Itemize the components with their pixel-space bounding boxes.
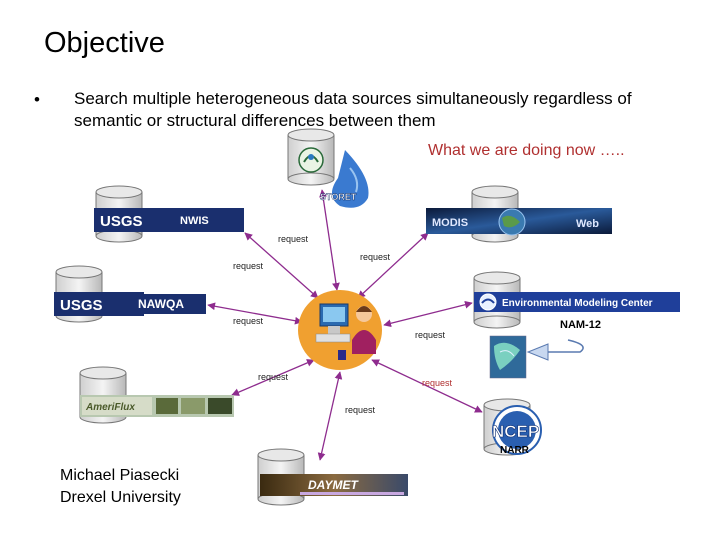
edge-emc xyxy=(383,300,473,328)
ncep-logo: NCEP xyxy=(492,405,542,455)
author-name: Michael Piasecki xyxy=(60,467,180,484)
narr-label: NARR xyxy=(500,445,530,456)
storet-drop-icon: STORET xyxy=(320,150,369,208)
edge-modis xyxy=(357,232,429,299)
bullet-marker: • xyxy=(34,90,40,109)
nam-label: NAM-12 xyxy=(560,319,601,331)
nwis-label: NWIS xyxy=(180,215,209,227)
nam-arrow xyxy=(526,339,584,361)
edge-ncep xyxy=(371,359,483,413)
request-label-modis: request xyxy=(360,252,391,262)
edge-ameriflux xyxy=(231,359,315,396)
bullet-text: Search multiple heterogeneous data sourc… xyxy=(74,89,632,130)
search-hub-user-icon xyxy=(298,290,382,370)
request-label-daymet: request xyxy=(345,405,376,415)
author-affiliation: Drexel University xyxy=(60,489,181,506)
diagram-subtitle: What we are doing now ….. xyxy=(428,142,625,159)
edge-nawqa xyxy=(207,302,303,325)
ameriflux-banner: AmeriFlux xyxy=(80,395,234,417)
epa-logo-icon xyxy=(298,147,324,173)
web-logo-text: Web xyxy=(576,218,599,230)
emc-logo-text: Environmental Modeling Center xyxy=(502,298,653,309)
request-label-emc: request xyxy=(415,330,446,340)
usgs-nawqa-logo-text: USGS xyxy=(60,297,103,314)
emc-banner: Environmental Modeling Center xyxy=(474,292,680,312)
usgs-nwis-logo: USGS xyxy=(94,208,244,232)
nawqa-label: NAWQA xyxy=(138,297,184,311)
request-label-top-left: request xyxy=(233,261,264,271)
usgs-nwis-logo-text: USGS xyxy=(100,213,143,230)
request-label-ncep: request xyxy=(422,378,453,388)
request-label-nwis: request xyxy=(278,234,309,244)
daymet-logo-text: DAYMET xyxy=(308,478,359,492)
request-label-nawqa: request xyxy=(233,316,264,326)
request-edges xyxy=(207,189,483,461)
edge-daymet xyxy=(317,371,343,461)
ameriflux-logo-text: AmeriFlux xyxy=(85,402,135,413)
storet-logo-text: STORET xyxy=(320,192,357,202)
edge-nwis xyxy=(244,232,319,299)
nam-thumbnail xyxy=(489,335,527,379)
daymet-banner: DAYMET xyxy=(260,474,408,496)
usgs-nawqa-logo: USGS xyxy=(54,292,206,316)
ncep-logo-text: NCEP xyxy=(492,422,539,441)
database-cylinders xyxy=(55,128,531,506)
author-credit: Michael Piasecki Drexel University xyxy=(60,465,181,509)
request-label-ameriflux: request xyxy=(258,372,289,382)
slide-title: Objective xyxy=(44,27,165,59)
modis-logo-text: MODIS xyxy=(432,217,468,229)
edge-storet xyxy=(319,189,340,291)
modis-web-banner: MODIS Web xyxy=(426,208,612,236)
